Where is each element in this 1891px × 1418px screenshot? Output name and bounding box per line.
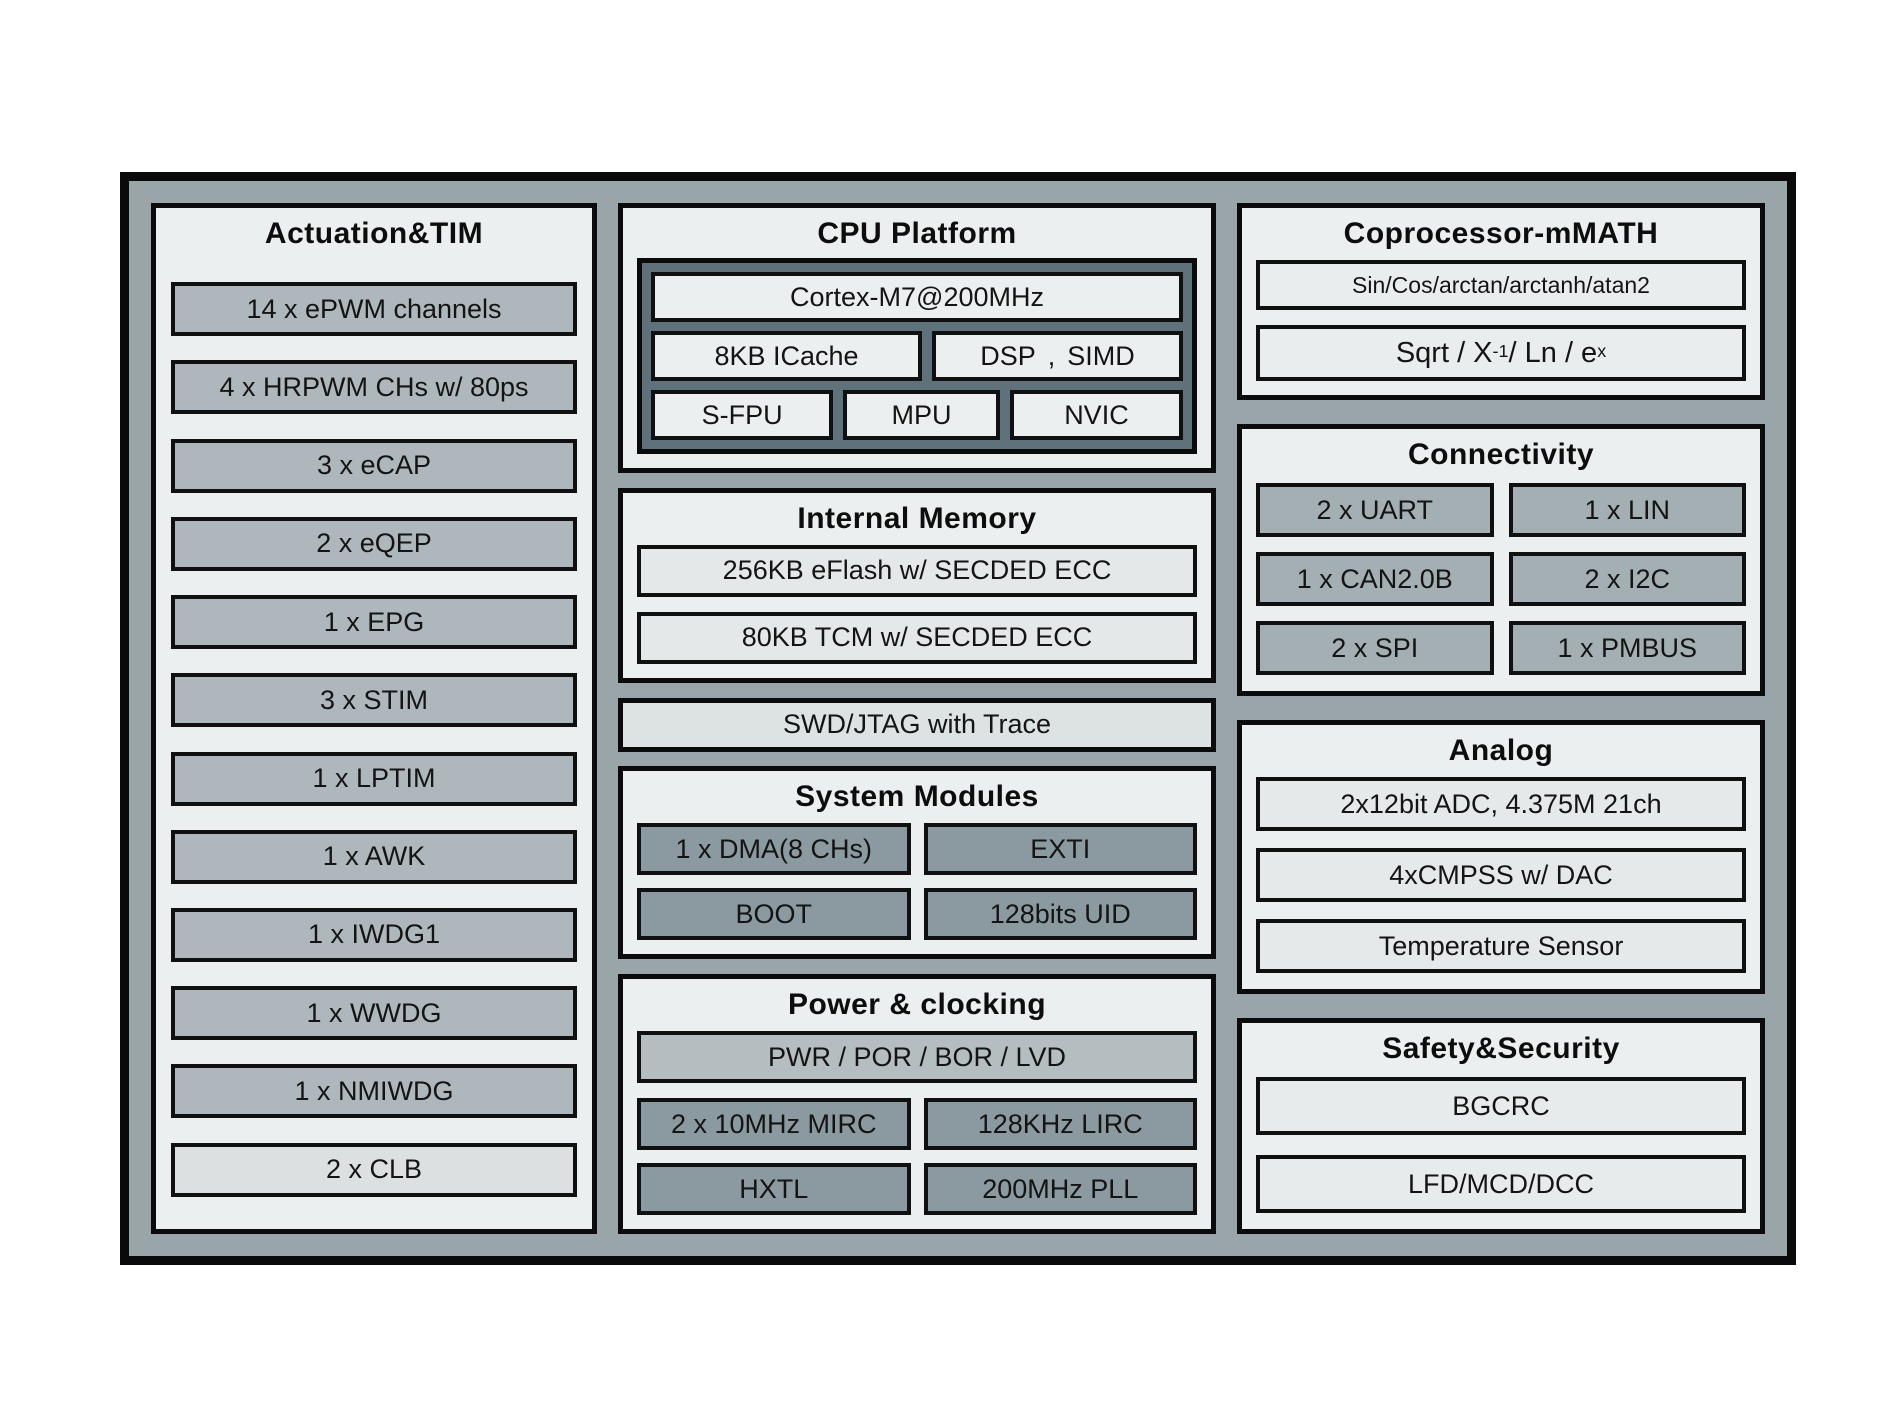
panel-connectivity: Connectivity 2 x UART 1 x LIN 1 x CAN2.0… — [1237, 424, 1765, 696]
block-lfd-mcd-dcc: LFD/MCD/DCC — [1256, 1155, 1746, 1213]
safety-security-title: Safety&Security — [1382, 1032, 1620, 1065]
cpu-platform-title: CPU Platform — [817, 217, 1017, 250]
coprocessor-title: Coprocessor-mMATH — [1343, 217, 1659, 250]
block-dsp-simd: DSP, SIMD — [932, 331, 1183, 381]
block-nvic: NVIC — [1009, 390, 1183, 440]
block-mpu: MPU — [843, 390, 1000, 440]
block-uart: 2 x UART — [1256, 483, 1494, 537]
block-mirc: 2 x 10MHz MIRC — [637, 1098, 911, 1150]
block-swd-jtag-trace: SWD/JTAG with Trace — [618, 697, 1216, 752]
panel-safety-security: Safety&Security BGCRC LFD/MCD/DCC — [1237, 1018, 1765, 1234]
panel-system-modules: System Modules 1 x DMA(8 CHs) EXTI BOOT … — [618, 766, 1216, 960]
panel-coprocessor-mmath: Coprocessor-mMATH Sin/Cos/arctan/arctanh… — [1237, 203, 1765, 400]
block-hxtl: HXTL — [637, 1163, 911, 1215]
block-spi: 2 x SPI — [1256, 621, 1494, 675]
block-awk: 1 x AWK — [171, 829, 577, 884]
sqrt-part2: / Ln / e — [1508, 336, 1598, 369]
block-adc: 2x12bit ADC, 4.375M 21ch — [1256, 777, 1746, 831]
connectivity-title: Connectivity — [1407, 438, 1595, 471]
block-ecap: 3 x eCAP — [171, 438, 577, 493]
panel-power-clocking: Power & clocking PWR / POR / BOR / LVD 2… — [618, 974, 1216, 1234]
block-eflash: 256KB eFlash w/ SECDED ECC — [637, 544, 1197, 597]
block-epwm-channels: 14 x ePWM channels — [171, 282, 577, 337]
block-exti: EXTI — [923, 823, 1197, 876]
block-wwdg: 1 x WWDG — [171, 986, 577, 1041]
internal-memory-title: Internal Memory — [797, 501, 1037, 535]
block-lirc: 128KHz LIRC — [923, 1098, 1197, 1150]
analog-body: 2x12bit ADC, 4.375M 21ch 4xCMPSS w/ DAC … — [1242, 775, 1760, 989]
power-clock-grid: 2 x 10MHz MIRC 128KHz LIRC HXTL 200MHz P… — [637, 1098, 1197, 1215]
cpu-core-frame: Cortex-M7@200MHz 8KB ICache DSP, SIMD S-F… — [637, 258, 1197, 454]
chip-outline: Actuation&TIM 14 x ePWM channels 4 x HRP… — [120, 172, 1796, 1265]
block-trig-functions: Sin/Cos/arctan/arctanh/atan2 — [1256, 260, 1746, 310]
panel-actuation-tim: Actuation&TIM 14 x ePWM channels 4 x HRP… — [151, 203, 597, 1234]
dsp-label-part1: DSP — [980, 340, 1036, 371]
block-can: 1 x CAN2.0B — [1256, 552, 1494, 606]
block-cmpss: 4xCMPSS w/ DAC — [1256, 848, 1746, 902]
column-middle: CPU Platform Cortex-M7@200MHz 8KB ICache… — [618, 203, 1216, 1234]
block-cortex-m7: Cortex-M7@200MHz — [651, 272, 1183, 322]
sqrt-sup2: x — [1597, 340, 1607, 361]
cpu-row-cache-dsp: 8KB ICache DSP, SIMD — [651, 331, 1183, 381]
block-bgcrc: BGCRC — [1256, 1077, 1746, 1135]
power-clocking-title: Power & clocking — [787, 988, 1047, 1021]
panel-internal-memory: Internal Memory 256KB eFlash w/ SECDED E… — [618, 487, 1216, 683]
system-modules-title: System Modules — [795, 780, 1039, 814]
coprocessor-body: Sin/Cos/arctan/arctanh/atan2 Sqrt / X-1 … — [1242, 258, 1760, 395]
system-modules-body: 1 x DMA(8 CHs) EXTI BOOT 128bits UID — [623, 821, 1211, 954]
block-dma: 1 x DMA(8 CHs) — [637, 823, 911, 876]
block-sfpu: S-FPU — [651, 390, 834, 440]
block-lin: 1 x LIN — [1508, 483, 1746, 537]
block-boot: BOOT — [637, 888, 911, 941]
block-icache: 8KB ICache — [651, 331, 923, 381]
internal-memory-body: 256KB eFlash w/ SECDED ECC 80KB TCM w/ S… — [623, 543, 1211, 678]
block-pmbus: 1 x PMBUS — [1508, 621, 1746, 675]
safety-security-body: BGCRC LFD/MCD/DCC — [1242, 1073, 1760, 1229]
block-clb: 2 x CLB — [171, 1142, 577, 1197]
analog-title: Analog — [1448, 734, 1554, 767]
panel-cpu-platform: CPU Platform Cortex-M7@200MHz 8KB ICache… — [618, 203, 1216, 473]
block-stim: 3 x STIM — [171, 673, 577, 728]
column-right: Coprocessor-mMATH Sin/Cos/arctan/arctanh… — [1237, 203, 1765, 1234]
actuation-title: Actuation&TIM — [264, 217, 484, 250]
block-eqep: 2 x eQEP — [171, 516, 577, 571]
block-tcm: 80KB TCM w/ SECDED ECC — [637, 611, 1197, 664]
sqrt-part1: Sqrt / X — [1395, 336, 1493, 369]
block-nmiwdg: 1 x NMIWDG — [171, 1064, 577, 1119]
cpu-row-fpu-mpu-nvic: S-FPU MPU NVIC — [651, 390, 1183, 440]
block-i2c: 2 x I2C — [1508, 552, 1746, 606]
panel-analog: Analog 2x12bit ADC, 4.375M 21ch 4xCMPSS … — [1237, 720, 1765, 994]
dsp-separator: , — [1047, 340, 1056, 371]
column-left: Actuation&TIM 14 x ePWM channels 4 x HRP… — [151, 203, 597, 1234]
block-uid: 128bits UID — [923, 888, 1197, 941]
dsp-label-part2: SIMD — [1067, 340, 1135, 371]
block-pll: 200MHz PLL — [923, 1163, 1197, 1215]
connectivity-grid: 2 x UART 1 x LIN 1 x CAN2.0B 2 x I2C 2 x… — [1242, 479, 1760, 691]
block-hrpwm-channels: 4 x HRPWM CHs w/ 80ps — [171, 360, 577, 415]
block-temp-sensor: Temperature Sensor — [1256, 919, 1746, 973]
actuation-stack: 14 x ePWM channels 4 x HRPWM CHs w/ 80ps… — [156, 258, 592, 1229]
block-pwr-por-bor-lvd: PWR / POR / BOR / LVD — [637, 1031, 1197, 1083]
sqrt-sup1: -1 — [1492, 340, 1509, 361]
block-epg: 1 x EPG — [171, 595, 577, 650]
power-clocking-body: PWR / POR / BOR / LVD 2 x 10MHz MIRC 128… — [623, 1029, 1211, 1229]
block-lptim: 1 x LPTIM — [171, 751, 577, 806]
block-iwdg1: 1 x IWDG1 — [171, 907, 577, 962]
